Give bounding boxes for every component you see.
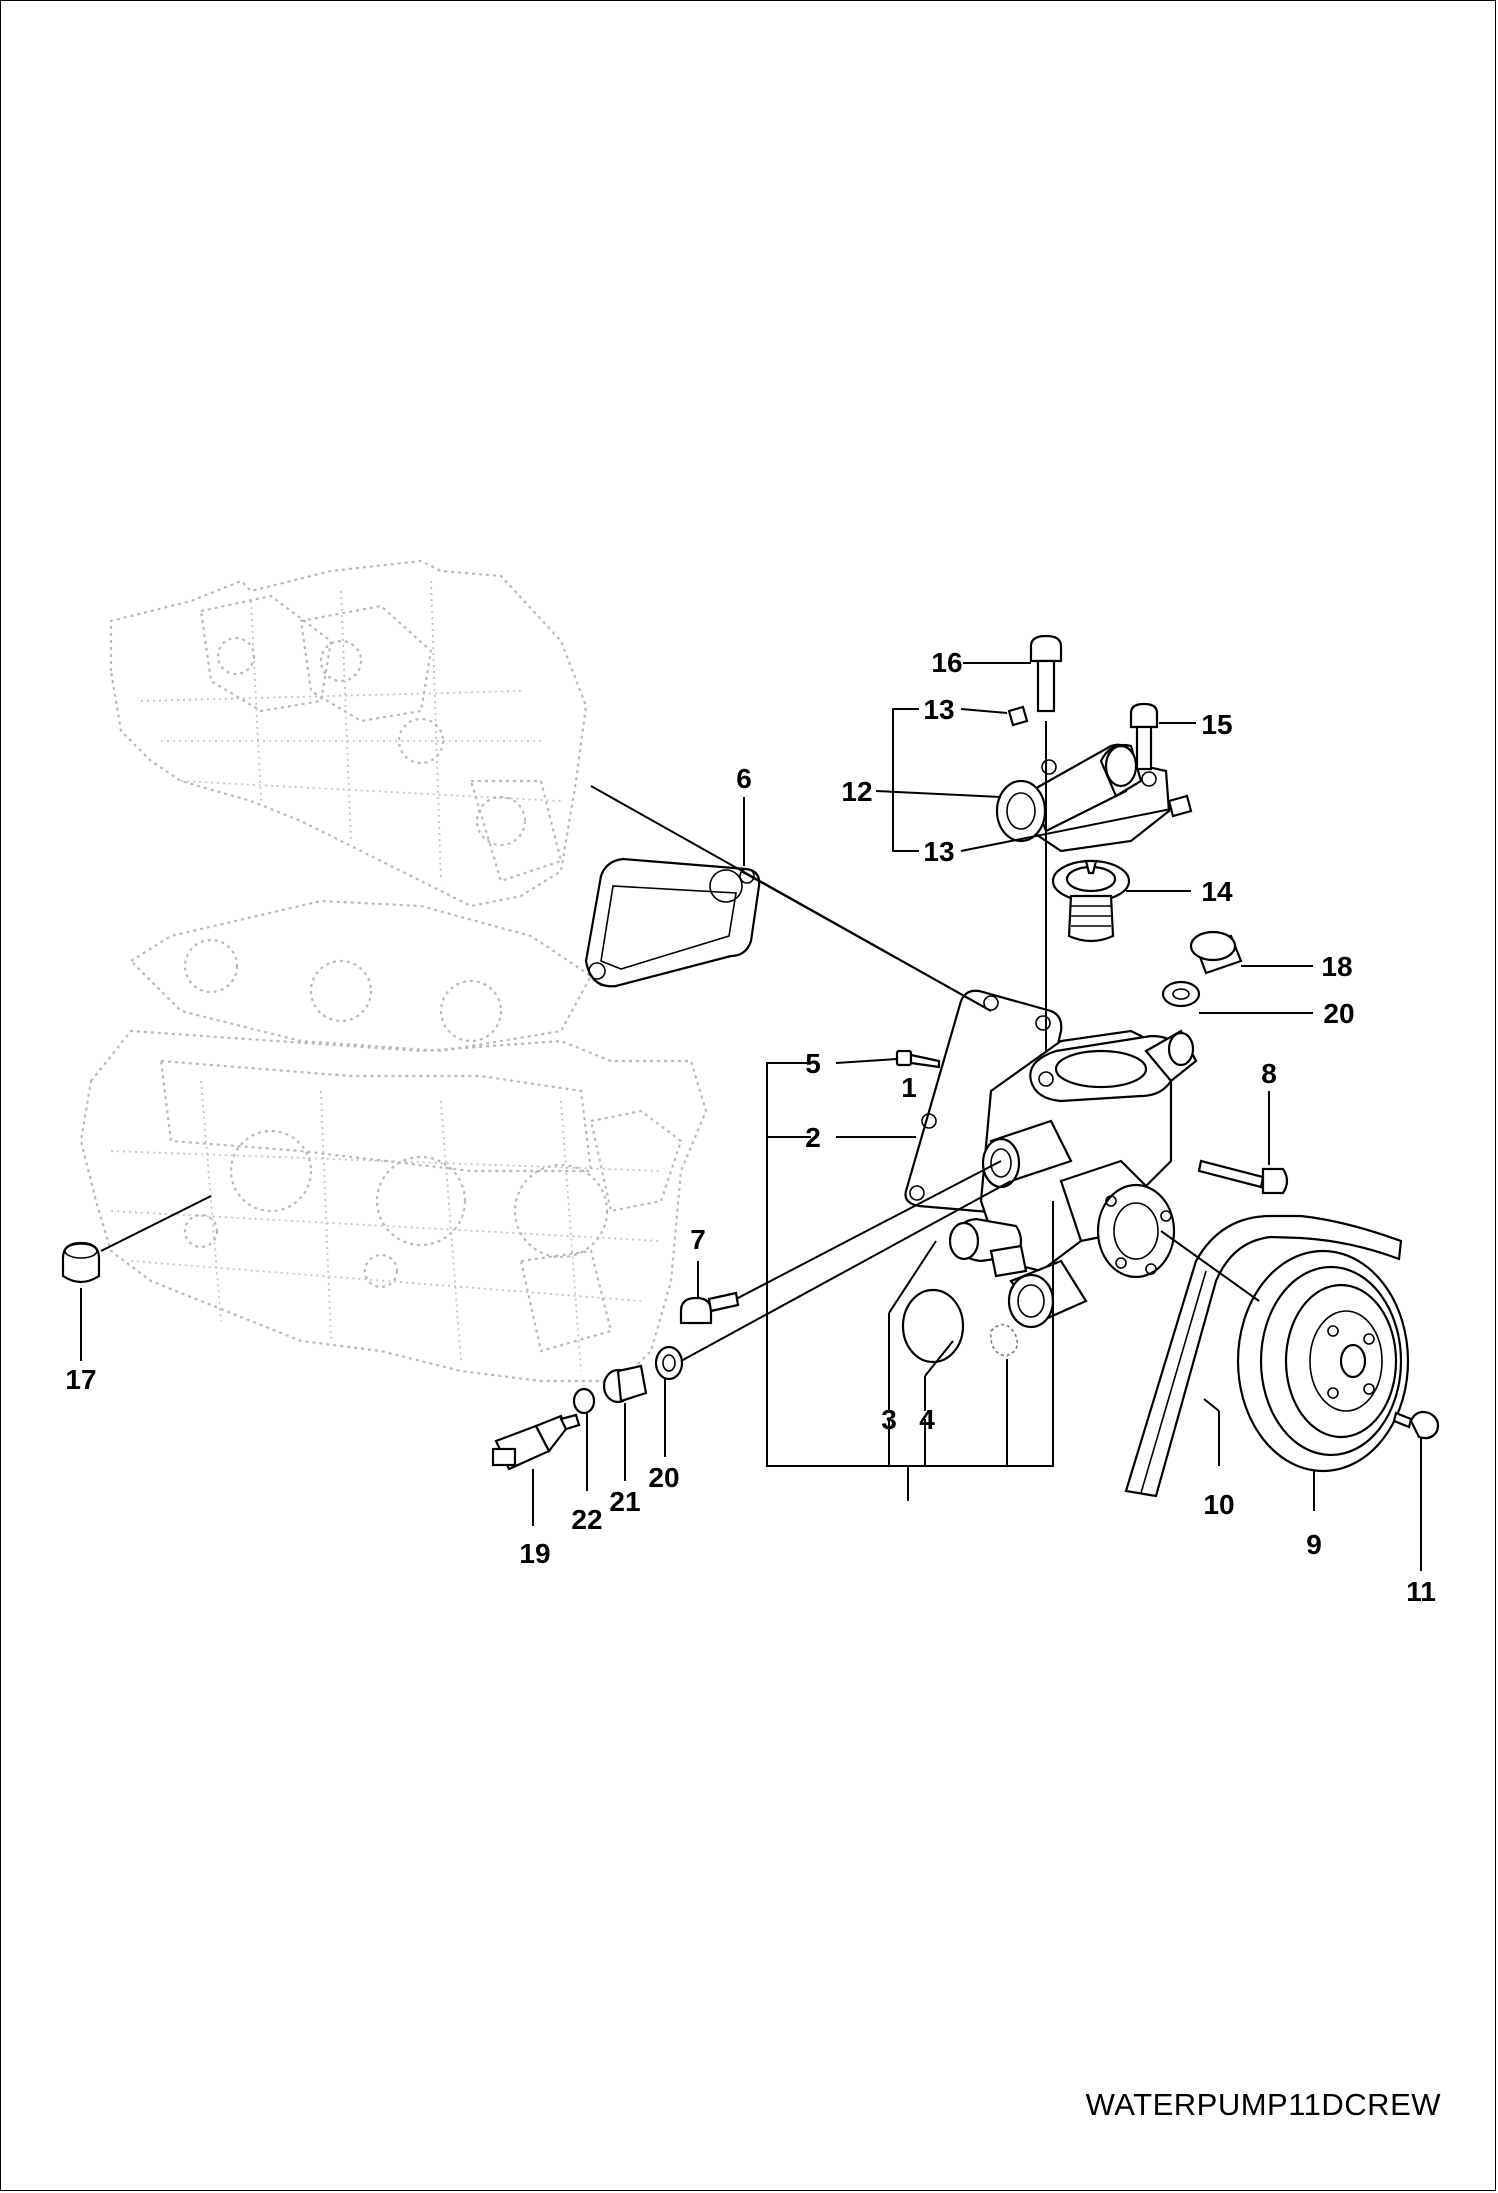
callout-3: 3 — [881, 1404, 897, 1435]
callout-17: 17 — [65, 1364, 96, 1395]
callout-6: 6 — [736, 763, 752, 794]
part-21-adapter — [602, 1364, 648, 1404]
part-5-bolt — [895, 1049, 941, 1069]
part-22-washer — [572, 1387, 596, 1415]
part-20-washer-upper — [1161, 980, 1201, 1008]
part-13-plug-bottom — [1167, 794, 1193, 818]
callout-labels: 1 2 3 4 5 6 7 8 9 10 11 12 13 13 14 15 1… — [65, 647, 1435, 1607]
part-12-thermostat-housing — [995, 743, 1171, 853]
part-20-washer-lower — [654, 1345, 684, 1381]
callout-20-lower: 20 — [648, 1462, 679, 1493]
callout-12: 12 — [841, 776, 872, 807]
part-18-plug — [1189, 930, 1243, 975]
part-14-thermostat — [1051, 859, 1131, 943]
part-3-oring — [901, 1288, 965, 1364]
part-1-pump-body — [948, 1029, 1198, 1329]
part-7-bolt — [679, 1291, 740, 1325]
alignment-lines — [100, 721, 1260, 1362]
callout-19: 19 — [519, 1538, 550, 1569]
callout-14: 14 — [1201, 876, 1233, 907]
part-17-plug — [61, 1241, 101, 1284]
callout-1: 1 — [901, 1072, 917, 1103]
callout-2: 2 — [805, 1122, 821, 1153]
callout-21: 21 — [609, 1486, 640, 1517]
callout-18: 18 — [1321, 951, 1352, 982]
part-16-bolt — [1029, 634, 1063, 713]
part-15-bolt — [1129, 702, 1159, 771]
callout-11: 11 — [1406, 1576, 1436, 1607]
callout-20-upper: 20 — [1323, 998, 1354, 1029]
callout-9: 9 — [1306, 1529, 1322, 1560]
part-10-belt — [1124, 1214, 1403, 1498]
part-11-bolt — [1392, 1410, 1440, 1440]
callout-13-top: 13 — [923, 694, 954, 725]
callout-10: 10 — [1203, 1489, 1234, 1520]
part-6-gasket — [584, 857, 761, 988]
engine-block-ghost — [79, 559, 708, 1383]
drawing-caption: WATERPUMP11DCREW — [1086, 2087, 1442, 2122]
callout-13-bottom: 13 — [923, 836, 954, 867]
callout-22: 22 — [571, 1504, 602, 1535]
part-9-pulley — [1236, 1249, 1410, 1473]
callout-16: 16 — [931, 647, 962, 678]
part-13-plug-top — [1007, 705, 1029, 727]
callout-5: 5 — [805, 1048, 821, 1079]
callout-4: 4 — [919, 1404, 935, 1435]
part-4-seal — [989, 1323, 1019, 1357]
callout-15: 15 — [1201, 709, 1232, 740]
part-8-bolt — [1197, 1159, 1289, 1195]
leader-lines — [80, 662, 1422, 1571]
part-19-temp-sensor — [491, 1413, 581, 1471]
callout-7: 7 — [690, 1224, 706, 1255]
callout-8: 8 — [1261, 1058, 1277, 1089]
